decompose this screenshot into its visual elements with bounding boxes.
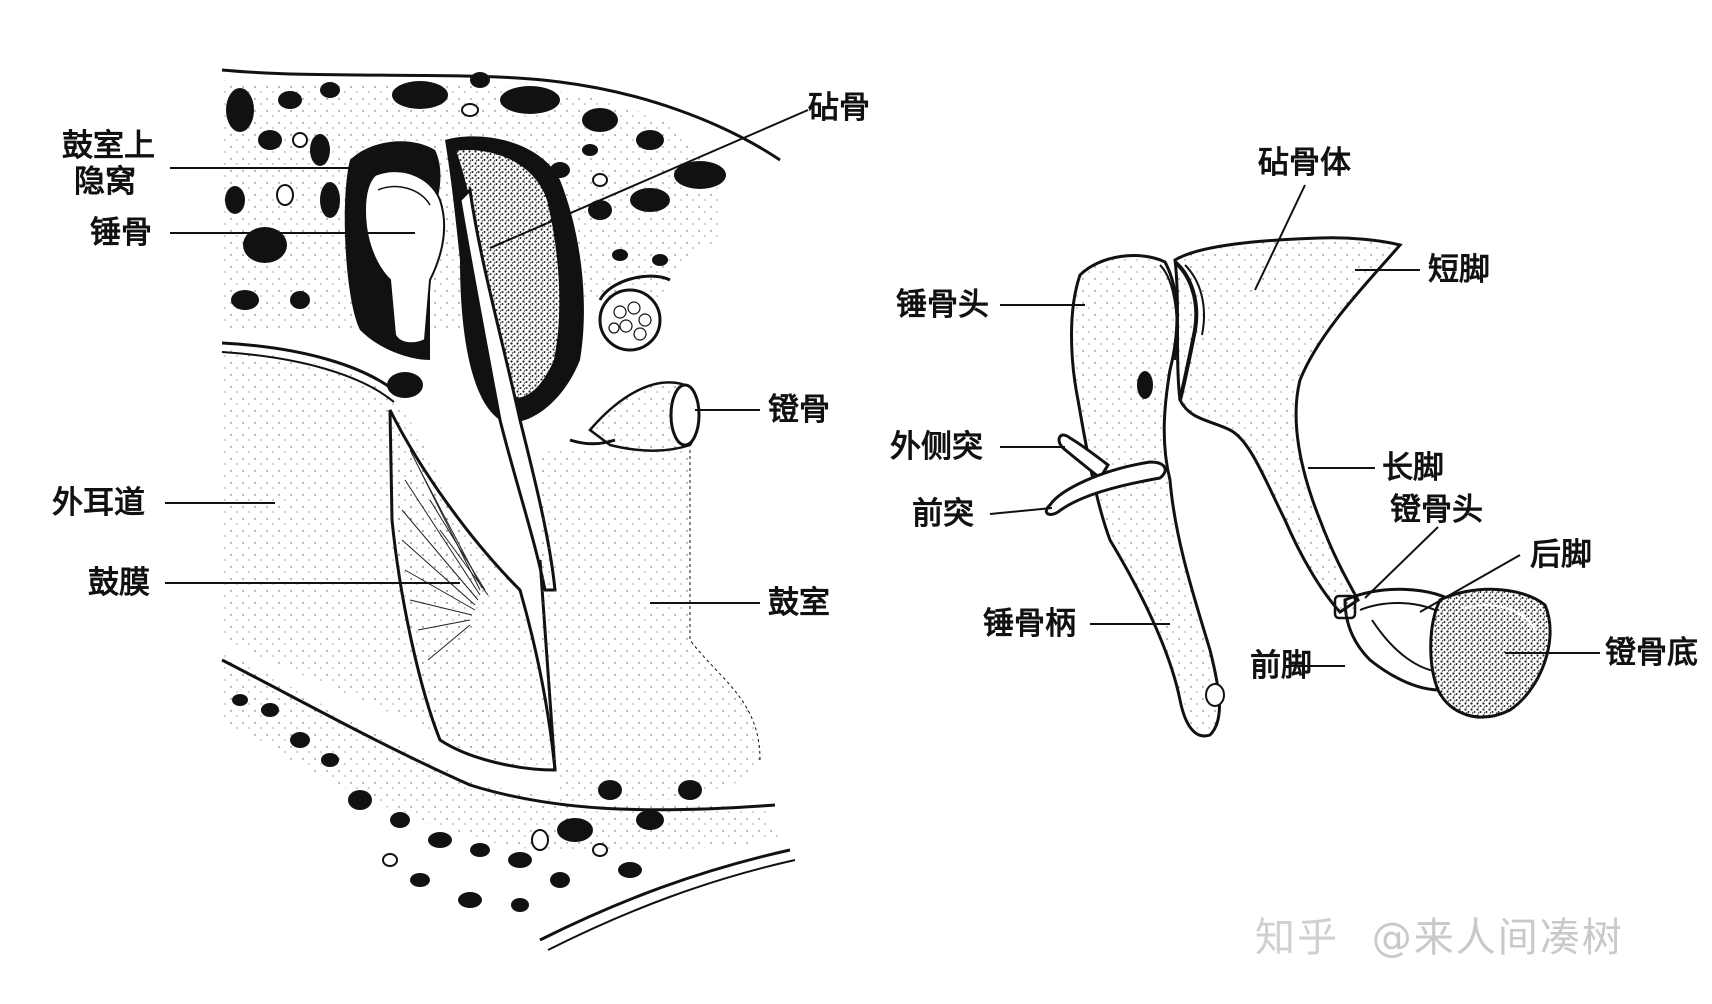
label-incus: 砧骨 bbox=[808, 90, 870, 126]
label-anterior-process: 前突 bbox=[912, 496, 974, 532]
label-stapes-head: 镫骨头 bbox=[1390, 492, 1483, 528]
label-malleus: 锤骨 bbox=[90, 215, 152, 251]
label-epitympanic-recess-line2: 隐窝 bbox=[74, 164, 136, 200]
label-epitympanic-recess: 鼓室上 隐窝 bbox=[62, 128, 155, 200]
right-leader-lines bbox=[989, 184, 1600, 667]
label-posterior-crus: 后脚 bbox=[1530, 537, 1592, 573]
label-tympanic-cavity: 鼓室 bbox=[768, 585, 830, 621]
label-anterior-crus: 前脚 bbox=[1250, 648, 1312, 684]
label-tympanic-membrane: 鼓膜 bbox=[88, 565, 150, 601]
ossicular-chain bbox=[1044, 236, 1552, 738]
watermark-author: @来人间凑树 bbox=[1371, 915, 1624, 961]
label-manubrium: 锤骨柄 bbox=[983, 606, 1076, 642]
label-external-auditory-canal: 外耳道 bbox=[52, 485, 145, 521]
left-leader-lines bbox=[165, 109, 809, 604]
label-lateral-process: 外侧突 bbox=[890, 429, 983, 465]
label-short-process: 短脚 bbox=[1428, 252, 1490, 288]
watermark-site: 知乎 bbox=[1255, 915, 1339, 961]
label-stapes: 镫骨 bbox=[768, 392, 830, 428]
label-long-process: 长脚 bbox=[1382, 450, 1444, 486]
label-incus-body: 砧骨体 bbox=[1258, 145, 1351, 181]
middle-ear-section bbox=[221, 68, 796, 951]
label-stapes-footplate: 镫骨底 bbox=[1605, 635, 1698, 671]
label-malleus-head: 锤骨头 bbox=[896, 287, 989, 323]
watermark: 知乎 @来人间凑树 bbox=[1255, 905, 1624, 963]
label-epitympanic-recess-line1: 鼓室上 bbox=[62, 128, 155, 164]
